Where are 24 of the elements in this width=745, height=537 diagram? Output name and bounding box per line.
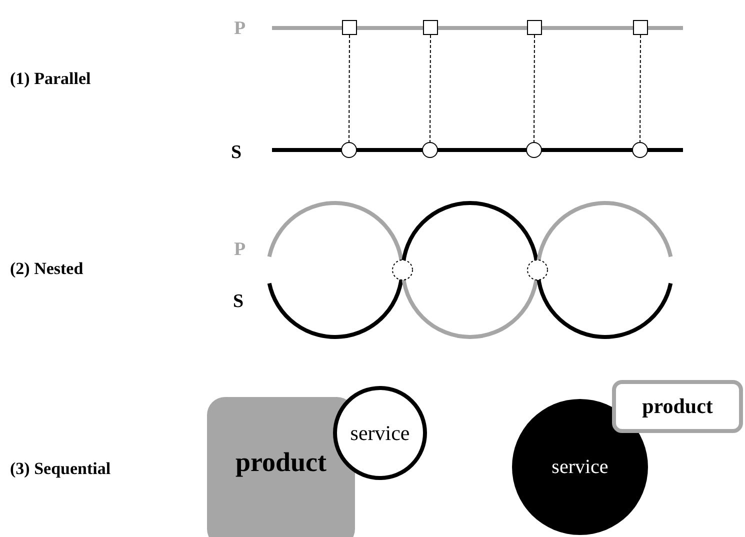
section-label: (1) Parallel — [10, 70, 91, 87]
square-marker — [633, 20, 648, 35]
connector-line — [640, 34, 641, 142]
line-letter: S — [233, 292, 244, 311]
square-marker — [342, 20, 357, 35]
circle-marker — [632, 142, 648, 158]
square-marker — [423, 20, 438, 35]
shape-label: service — [552, 457, 608, 477]
connector-line — [348, 34, 350, 142]
line-letter: S — [231, 143, 242, 162]
circle-marker — [526, 142, 542, 158]
connector-line — [534, 34, 535, 142]
circle-marker — [422, 142, 438, 158]
line-letter: P — [234, 19, 246, 38]
section-label: (2) Nested — [10, 260, 84, 277]
shape-label: product — [235, 448, 327, 476]
circle-marker — [341, 142, 357, 158]
line-letter: P — [234, 240, 246, 259]
square-marker — [527, 20, 542, 35]
product-box — [612, 380, 743, 433]
shape-label: product — [642, 396, 713, 417]
section-label: (3) Sequential — [10, 460, 111, 477]
shape-label: service — [350, 422, 410, 444]
connector-line — [430, 34, 431, 142]
